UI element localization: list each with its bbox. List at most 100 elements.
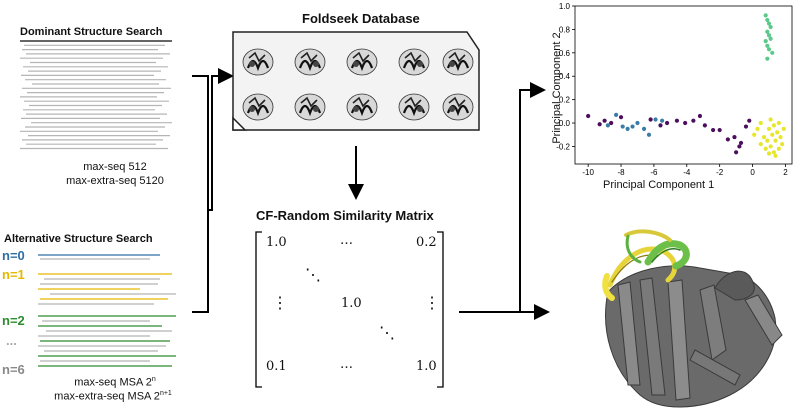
scatter-point [725,137,730,142]
scatter-point [781,126,786,131]
n6-label: n=6 [2,362,25,377]
plot-frame [574,5,793,165]
scatter-point [766,151,772,156]
x-axis-label: Principal Component 1 [603,179,715,191]
matrix-r2c2: 1.0 [341,296,362,311]
protein-thumbnail [242,48,274,76]
scatter-point [620,124,625,129]
scatter-point [755,126,760,131]
scatter-point [660,118,665,123]
ellipsis-label: ... [6,333,17,348]
n1-label: n=1 [2,267,25,282]
scatter-point [752,132,757,137]
scatter-point [683,120,688,126]
x-tick-label: -8 [617,168,625,177]
alternative-title: Alternative Structure Search [4,233,153,245]
scatter-point [734,150,739,155]
scatter-point [766,21,772,26]
scatter-point [717,127,722,133]
scatter-point [605,123,610,128]
matrix-r2c1: ⋮ [272,293,288,312]
scatter-point [770,132,775,137]
scatter-point [646,132,652,137]
matrix-diag-dots-2: ⋱ [379,323,395,342]
scatter-point [763,146,768,151]
matrix-r2c3: ⋮ [424,293,440,312]
scatter-point [776,146,781,151]
scatter-point [780,142,785,147]
y-tick-label: 0.0 [559,119,571,128]
scatter-point [758,120,763,126]
protein-thumbnail [346,48,378,76]
x-tick-label: -6 [650,168,658,177]
scatter-point [763,13,768,18]
scatter-point [597,122,602,127]
scatter-point [768,36,773,41]
protein-thumbnail [442,48,474,76]
y-tick-label: 0.6 [559,49,571,58]
scatter-point [768,144,773,149]
scatter-point [658,123,663,128]
scatter-point [586,113,591,119]
protein-thumbnail [398,48,430,76]
scatter-point [702,123,707,128]
matrix-r1c2: … [340,233,353,248]
x-tick-label: 2 [783,168,788,177]
scatter-point [613,112,619,117]
matrix-diag-dots-1: ⋱ [305,265,321,284]
scatter-point [765,43,770,48]
scatter-point [674,118,680,123]
scatter-point [743,124,749,129]
scatter-point [697,113,703,119]
protein-thumbnail [346,93,378,121]
dominant-caption-2: max-extra-seq 5120 [66,175,164,187]
scatter-point [766,126,772,131]
y-tick-label: 0.8 [559,25,571,34]
scatter-point [630,124,635,129]
matrix-r3c3: 1.0 [416,359,437,374]
dominant-title: Dominant Structure Search [20,26,163,38]
scatter-point [765,56,770,61]
protein-thumbnail [294,93,326,121]
scatter-point [648,117,653,122]
y-tick-label: 0.4 [559,72,571,81]
scatter-point [618,115,624,120]
scatter-point [635,120,640,126]
dominant-caption-1: max-seq 512 [83,161,147,173]
x-tick-label: 0 [750,168,755,177]
scatter-point [773,153,778,158]
scatter-point [778,134,783,140]
matrix-r3c2: … [340,357,353,372]
scatter-point [664,120,670,126]
x-tick-label: -2 [716,168,724,177]
protein-thumbnail [294,48,326,76]
scatter-point [737,144,742,149]
scatter-point [653,117,658,122]
matrix-r1c3: 0.2 [416,235,437,250]
protein-thumbnail [442,93,474,121]
scatter-point [766,33,772,38]
scatter-point [609,120,614,126]
protein-thumbnail [242,93,274,121]
scatter-point [747,118,752,123]
scatter-point [641,126,647,131]
n0-label: n=0 [2,248,25,263]
y-tick-label: -0.2 [556,142,570,151]
scatter-point [765,17,770,23]
n2-label: n=2 [2,313,25,328]
scatter-point [776,120,781,126]
scatter-point [771,150,777,155]
scatter-point [768,24,773,30]
scatter-point [771,123,777,128]
scatter-point [765,138,770,143]
alternative-caption-2: max-extra-seq MSA 2n+1 [54,390,172,403]
scatter-point [732,134,737,140]
scatter-point [768,117,773,122]
matrix-r3c1: 0.1 [266,359,287,374]
scatter-point [691,118,696,123]
